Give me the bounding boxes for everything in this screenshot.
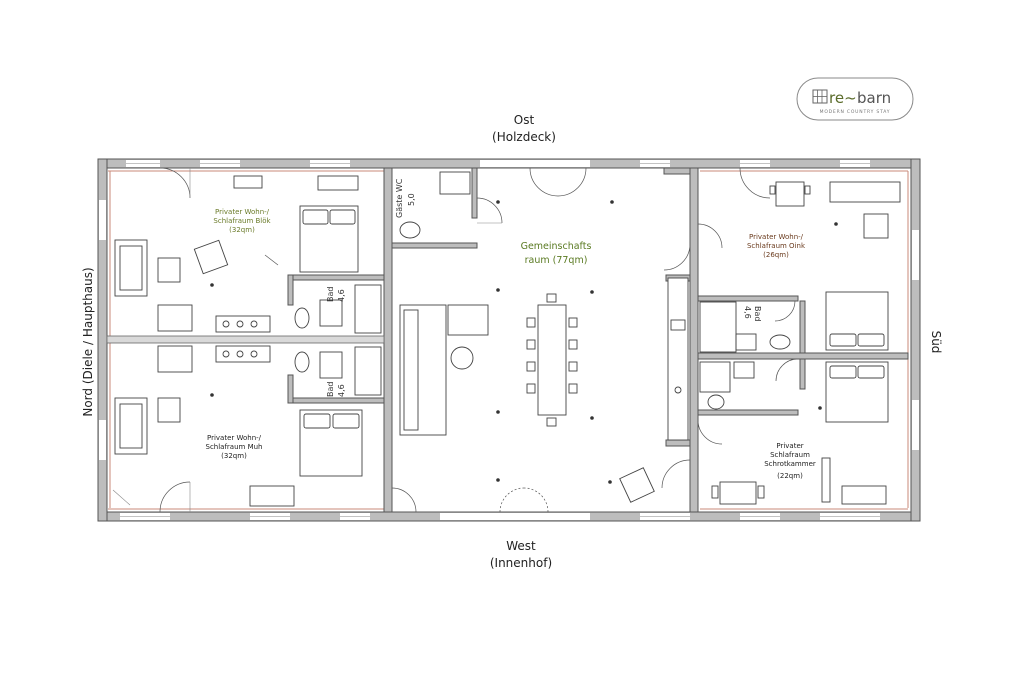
rebarn-logo: re~ barn MODERN COUNTRY STAY: [796, 77, 914, 121]
compass-south: Süd: [929, 331, 943, 354]
room-label-muh: Privater Wohn-/ Schlafraum Muh (32qm): [206, 434, 263, 460]
bad-bottom-label: Bad: [326, 382, 335, 397]
room-schrot-line3: Schrotkammer: [764, 460, 816, 468]
logo-suffix: barn: [857, 89, 891, 107]
room-label-oink: Privater Wohn-/ Schlafraum Oink (26qm): [747, 233, 806, 259]
barn-window-icon: [812, 89, 828, 104]
room-muh-furniture: [112, 345, 382, 513]
bad-bottom-size: 4,6: [337, 384, 346, 397]
room-muh-line1: Privater Wohn-/: [207, 434, 262, 442]
compass-east-sub: (Holzdeck): [492, 130, 556, 144]
room-label-common: Gemeinschafts raum (77qm): [521, 241, 592, 266]
room-muh-size: (32qm): [221, 452, 247, 460]
room-label-bad-right: Bad 4,6: [743, 306, 762, 321]
logo-prefix: re~: [829, 89, 857, 107]
common-room-furniture: [391, 167, 691, 513]
interior-walls: [106, 167, 909, 513]
room-common-line1: Gemeinschafts: [521, 241, 592, 252]
guest-wc-size: 5,0: [407, 193, 416, 206]
room-schrot-line2: Schlafraum: [770, 451, 810, 459]
room-schrot-line1: Privater: [776, 442, 803, 450]
room-common-line2: raum (77qm): [525, 255, 588, 266]
bad-top-label: Bad: [326, 287, 335, 302]
room-label-bad-top: Bad 4,6: [326, 287, 346, 302]
bad-top-size: 4,6: [337, 289, 346, 302]
room-label-bloek: Privater Wohn-/ Schlafraum Blök (32qm): [213, 208, 271, 234]
right-rooms-furniture: [697, 167, 901, 505]
logo-tagline: MODERN COUNTRY STAY: [820, 109, 891, 115]
bad-right-label: Bad: [753, 306, 762, 321]
room-muh-line2: Schlafraum Muh: [206, 443, 263, 451]
room-schrot-size: (22qm): [777, 472, 803, 480]
room-oink-line1: Privater Wohn-/: [749, 233, 804, 241]
room-bloek-furniture: [114, 167, 382, 334]
room-label-schrotkammer: Privater Schlafraum Schrotkammer (22qm): [764, 442, 816, 480]
room-bloek-line1: Privater Wohn-/: [215, 208, 270, 216]
room-bloek-size: (32qm): [229, 226, 255, 234]
room-label-bad-bottom: Bad 4,6: [326, 382, 346, 397]
room-oink-size: (26qm): [763, 251, 789, 259]
room-oink-line2: Schlafraum Oink: [747, 242, 806, 250]
outer-walls: [97, 158, 921, 522]
bad-right-size: 4,6: [743, 306, 752, 319]
compass-west: West: [506, 539, 536, 553]
guest-wc-label: Gäste WC: [395, 178, 404, 218]
compass-east: Ost: [514, 113, 535, 127]
room-label-guest-wc: Gäste WC 5,0: [395, 178, 416, 218]
compass-north: Nord (Diele / Haupthaus): [81, 267, 95, 416]
room-bloek-line2: Schlafraum Blök: [213, 217, 271, 225]
compass-west-sub: (Innenhof): [490, 556, 552, 570]
